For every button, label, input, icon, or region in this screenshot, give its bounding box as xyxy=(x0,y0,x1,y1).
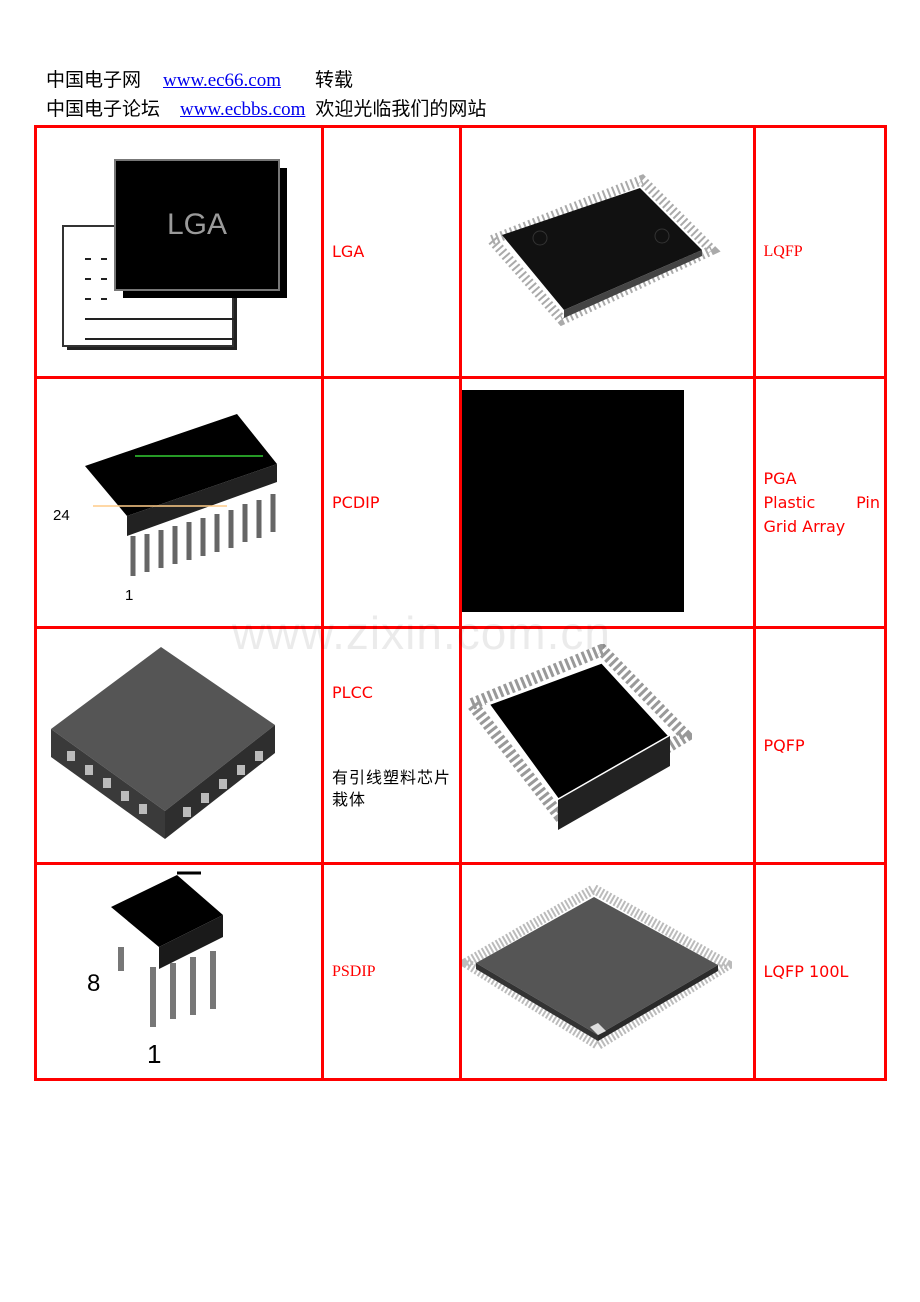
lga-chip-text: LGA xyxy=(167,208,227,241)
pcdip-label: PCDIP xyxy=(332,492,380,512)
pin-label-24: 24 xyxy=(53,507,70,524)
site-name-1: 中国电子网 xyxy=(46,69,142,91)
psdip-label-cell: PSDIP xyxy=(320,862,463,1081)
pcdip-chip-image: 24 1 xyxy=(53,413,277,604)
lqfp-label: LQFP xyxy=(763,243,803,260)
lqfp-label-cell: LQFP xyxy=(752,125,888,379)
page-header: 中国电子网 www.ec66.com 转载 中国电子论坛 www.ecbbs.com 欢… xyxy=(46,66,886,124)
psdip-label: PSDIP xyxy=(332,962,376,980)
pga-label-line-2: Plastic Pin xyxy=(764,491,880,515)
site-link-2[interactable]: www.ecbbs.com xyxy=(180,99,306,120)
lqfp100l-chip-image xyxy=(456,882,739,1051)
lqfp100l-label-cell: LQFP 100L xyxy=(752,862,888,1081)
pga-label-cell: PGA Plastic Pin Grid Array xyxy=(752,376,888,629)
plcc-image-cell xyxy=(34,626,324,865)
reprint-text: 转载 xyxy=(315,69,354,91)
table-row: LGA LGA LQFP xyxy=(34,125,888,379)
psdip-image-cell: 8 1 xyxy=(34,862,324,1081)
site-link-1[interactable]: www.ec66.com xyxy=(163,70,282,91)
pin-label-1: 1 xyxy=(147,1039,161,1069)
lga-label: LGA xyxy=(332,242,365,261)
package-table: LGA LGA LQFP xyxy=(34,125,888,1081)
lga-label-cell: LGA xyxy=(320,125,463,379)
pcdip-label-cell: PCDIP xyxy=(320,376,463,629)
pga-image-cell xyxy=(459,376,756,629)
lga-chip-image: LGA xyxy=(62,159,287,350)
pqfp-chip-image xyxy=(462,642,697,830)
table-row: 24 1 PCDIP PGA Plastic Pin Grid Array xyxy=(34,376,888,629)
lqfp100l-image-cell xyxy=(456,862,756,1081)
plcc-label: PLCC xyxy=(332,682,373,702)
pin-label-8: 8 xyxy=(87,970,100,997)
pga-label-word-plastic: Plastic xyxy=(763,492,816,512)
pin-label-1: 1 xyxy=(125,587,133,604)
table-row: 8 1 PSDIP LQFP 100L xyxy=(34,862,888,1081)
lqfp-chip-image xyxy=(484,174,722,327)
pga-label: PGA Plastic Pin Grid Array xyxy=(756,467,884,539)
pga-label-line-1: PGA xyxy=(763,468,797,488)
header-line-2: 中国电子论坛 www.ecbbs.com 欢迎光临我们的网站 xyxy=(46,95,886,124)
lqfp100l-label: LQFP 100L xyxy=(763,961,849,981)
pga-label-line-3: Grid Array xyxy=(763,516,846,536)
pcdip-image-cell: 24 1 xyxy=(34,376,324,629)
plcc-chip-image xyxy=(51,646,275,839)
site-name-2: 中国电子论坛 xyxy=(46,98,161,120)
plcc-label-cell: PLCC 有引线塑料芯片栽体 xyxy=(320,626,463,865)
pqfp-label: PQFP xyxy=(763,735,805,755)
pqfp-label-cell: PQFP xyxy=(752,626,888,865)
psdip-chip-image: 8 1 xyxy=(87,871,223,1069)
welcome-text: 欢迎光临我们的网站 xyxy=(315,98,487,120)
pga-chip-image xyxy=(462,389,685,612)
header-line-1: 中国电子网 www.ec66.com 转载 xyxy=(46,66,886,95)
pga-label-word-pin: Pin xyxy=(856,492,880,512)
pqfp-image-cell xyxy=(459,626,756,865)
table-row: PLCC 有引线塑料芯片栽体 PQFP xyxy=(34,626,888,865)
lqfp-image-cell xyxy=(459,125,756,379)
lga-image-cell: LGA xyxy=(34,125,324,379)
plcc-description: 有引线塑料芯片栽体 xyxy=(332,767,452,809)
